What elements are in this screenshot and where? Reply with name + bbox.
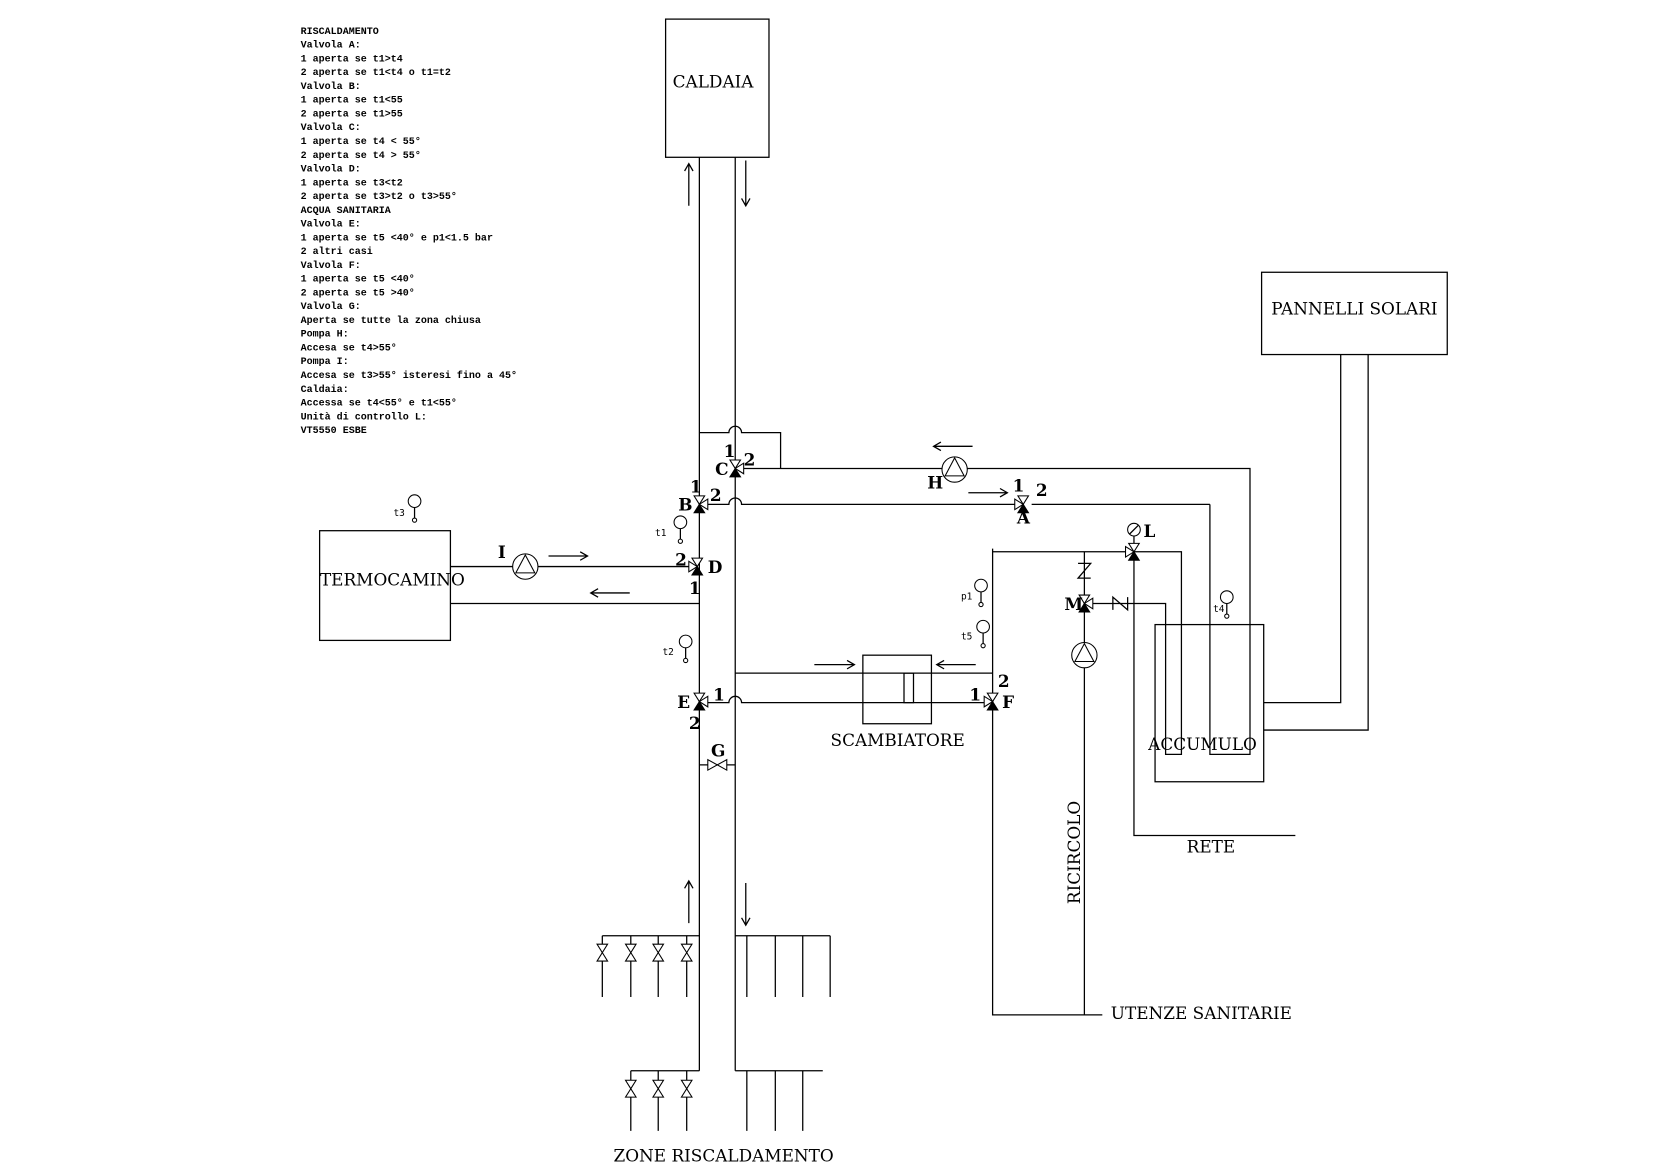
note-line: Accesa se t3>55° isteresi fino a 45° [301, 370, 517, 382]
scambiatore-box [862, 654, 933, 725]
utenze-sanitarie-label: UTENZE SANITARIE [1111, 1003, 1292, 1023]
accumulo-label: ACCUMULO [1147, 734, 1257, 754]
svg-text:1: 1 [713, 685, 725, 705]
note-line: 2 aperta se t4 > 55° [301, 150, 421, 162]
note-line: Valvola A: [301, 40, 361, 52]
rete-label: RETE [1187, 836, 1236, 856]
svg-text:C: C [715, 459, 728, 479]
svg-text:E: E [677, 692, 690, 712]
note-line: 1 aperta se t5 <40° e p1<1.5 bar [301, 232, 493, 244]
note-line: 2 altri casi [301, 246, 373, 258]
sensor-p1: p1 [961, 578, 988, 608]
valve-c[interactable]: C 1 2 [715, 441, 755, 479]
svg-text:1: 1 [969, 685, 981, 705]
note-line: Valvola G: [301, 301, 361, 313]
svg-text:H: H [927, 473, 943, 493]
note-line: 1 aperta se t4 < 55° [301, 136, 421, 148]
svg-text:2: 2 [689, 713, 701, 733]
svg-text:t5: t5 [961, 631, 972, 642]
note-line: ACQUA SANITARIA [301, 206, 392, 217]
valve-l[interactable]: L [1124, 521, 1156, 561]
note-line: Accesa se t4>55° [301, 342, 397, 354]
sensor-t1: t1 [655, 515, 688, 544]
note-line: 1 aperta se t5 <40° [301, 274, 415, 286]
note-line: RISCALDAMENTO [301, 27, 379, 38]
note-line: Accessa se t4<55° e t1<55° [301, 398, 457, 410]
note-line: VT5550 ESBE [301, 426, 367, 437]
svg-text:I: I [498, 542, 506, 562]
pannelli-solari-box [1260, 271, 1448, 356]
note-line: Aperta se tutte la zona chiusa [301, 315, 481, 327]
valve-a[interactable]: A 1 2 [1013, 476, 1048, 528]
note-line: 2 aperta se t5 >40° [301, 287, 415, 299]
termocamino-box [318, 530, 452, 642]
note-line: 1 aperta se t1>t4 [301, 54, 403, 65]
svg-text:2: 2 [744, 449, 756, 469]
sensor-t5: t5 [961, 619, 991, 649]
zone-riscaldamento-label: ZONE RISCALDAMENTO [614, 1146, 834, 1166]
svg-text:G: G [711, 740, 725, 760]
svg-text:D: D [708, 557, 723, 577]
scambiatore-label: SCAMBIATORE [831, 730, 965, 750]
sensor-t3: t3 [393, 494, 422, 523]
note-line: Valvola F: [301, 260, 361, 272]
svg-text:2: 2 [710, 485, 722, 505]
svg-text:t4: t4 [1213, 604, 1225, 615]
pipes [450, 157, 1369, 1131]
svg-text:t2: t2 [662, 647, 673, 658]
svg-text:L: L [1143, 521, 1155, 541]
svg-text:p1: p1 [961, 591, 973, 602]
note-line: Unità di controllo L: [301, 411, 427, 423]
sensor-t4: t4 [1213, 590, 1234, 619]
note-line: Valvola C: [301, 122, 361, 134]
note-line: 1 aperta se t1<55 [301, 96, 403, 107]
svg-text:2: 2 [1036, 480, 1048, 500]
zone-valves [596, 943, 693, 1098]
svg-text:t1: t1 [655, 528, 667, 539]
note-line: Caldaia: [301, 384, 349, 396]
valve-b[interactable]: B 1 2 [678, 477, 721, 515]
termocamino-label: TERMOCAMINO [320, 570, 465, 590]
svg-text:1: 1 [724, 441, 736, 461]
control-notes: RISCALDAMENTO Valvola A: 1 aperta se t1>t4… [301, 27, 517, 437]
svg-text:t3: t3 [393, 508, 404, 519]
note-line: 2 aperta se t3>t2 o t3>55° [301, 191, 457, 203]
svg-text:M: M [1064, 594, 1083, 614]
svg-text:2: 2 [998, 671, 1010, 691]
valve-d[interactable]: D 2 1 [675, 550, 722, 598]
svg-text:A: A [1016, 507, 1031, 527]
sensor-t2: t2 [662, 634, 693, 664]
note-line: 2 aperta se t1>55 [301, 109, 403, 120]
valve-e[interactable]: E 1 2 [677, 685, 725, 733]
svg-text:2: 2 [675, 550, 687, 570]
caldaia-box [664, 18, 770, 158]
note-line: Valvola E: [301, 219, 361, 231]
note-line: Valvola D: [301, 164, 361, 176]
note-line: 1 aperta se t3<t2 [301, 178, 403, 189]
svg-text:1: 1 [689, 578, 701, 598]
caldaia-label: CALDAIA [673, 72, 755, 92]
note-line: Valvola B: [301, 81, 361, 93]
valve-m[interactable]: M [1064, 594, 1094, 614]
recirculation-pump-icon [1071, 641, 1098, 669]
svg-text:F: F [1002, 692, 1014, 712]
valve-g[interactable]: G [707, 740, 728, 771]
note-line: 2 aperta se t1<t4 o t1=t2 [301, 68, 451, 79]
svg-text:1: 1 [1013, 476, 1025, 496]
note-line: Pompa H: [301, 330, 349, 341]
svg-text:1: 1 [690, 477, 702, 497]
valve-f[interactable]: F 1 2 [969, 671, 1014, 712]
note-line: Pompa I: [301, 357, 349, 368]
pump-h[interactable]: H [927, 456, 968, 493]
pannelli-solari-label: PANNELLI SOLARI [1271, 298, 1437, 318]
svg-text:B: B [678, 495, 692, 515]
ricircolo-label: RICIRCOLO [1064, 801, 1084, 904]
pump-i[interactable]: I [498, 542, 539, 580]
